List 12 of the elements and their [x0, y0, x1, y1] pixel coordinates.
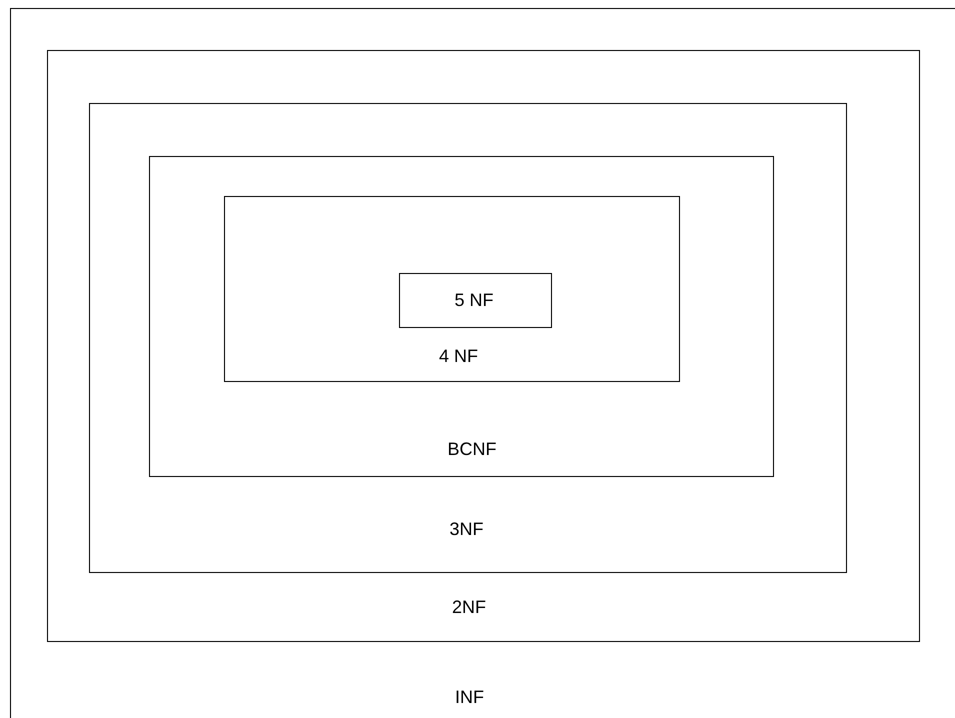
box-label: 2NF — [452, 597, 486, 617]
nested-box — [10, 8, 955, 718]
box-label: INF — [455, 686, 484, 706]
box-label: 5 NF — [454, 290, 494, 310]
nested-box — [46, 50, 920, 642]
nested-box — [224, 196, 680, 382]
nested-box — [148, 156, 774, 476]
nested-box — [398, 272, 552, 328]
box-label: 4 NF — [439, 346, 478, 366]
box-label: BCNF — [448, 439, 496, 459]
nested-box — [89, 103, 847, 573]
box-label: 3NF — [450, 518, 484, 538]
